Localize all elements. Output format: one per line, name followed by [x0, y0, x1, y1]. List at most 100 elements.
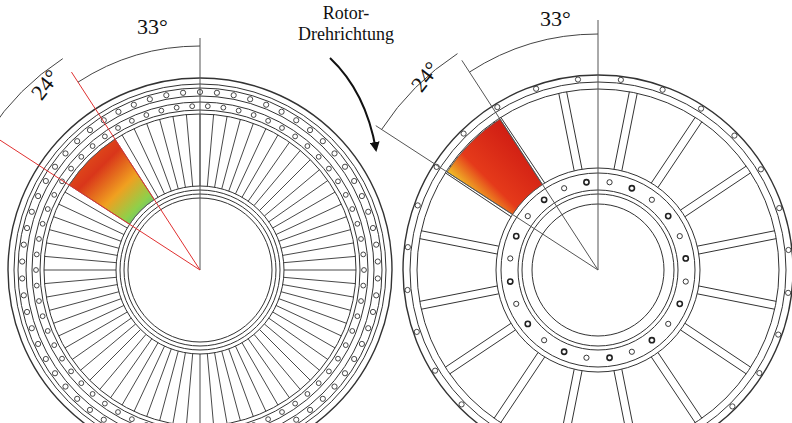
drawing-line: [276, 305, 341, 335]
bolt-hole: [730, 404, 735, 409]
bolt-hole: [584, 355, 589, 360]
dimension-arc: [78, 46, 200, 82]
bolt-hole: [52, 343, 57, 348]
drawing-line: [501, 357, 545, 423]
bolt-hole: [251, 113, 256, 118]
drawing-line: [229, 123, 254, 191]
bolt-hole: [45, 207, 50, 212]
angle-dimensions: [0, 20, 598, 270]
drawing-line: [72, 318, 131, 359]
bolt-hole: [677, 234, 682, 239]
bolt-hole: [52, 371, 57, 376]
bolt-hole: [75, 396, 80, 401]
bolt-hole: [37, 299, 42, 304]
bolt-hole: [350, 207, 355, 212]
bolt-hole: [280, 126, 285, 131]
bolt-hole: [79, 381, 84, 386]
drawing-line: [200, 354, 201, 423]
drawing-line: [421, 294, 498, 309]
bolt-hole: [757, 370, 762, 375]
drawing-line: [259, 329, 310, 380]
drawing-line: [281, 230, 351, 249]
bolt-hole: [79, 154, 84, 159]
drawing-line: [90, 329, 141, 380]
drawing-line: [567, 92, 582, 169]
bolt-hole: [350, 329, 355, 334]
drawing-line: [279, 299, 347, 324]
bolt-hole: [63, 384, 68, 389]
bolt-hole: [374, 242, 379, 247]
bolt-hole: [87, 407, 92, 412]
bolt-hole: [432, 368, 437, 373]
bolt-hole: [144, 113, 149, 118]
bolt-hole: [355, 314, 360, 319]
drawing-line: [71, 72, 200, 270]
bolt-hole: [69, 369, 74, 374]
bolt-hole: [355, 221, 360, 226]
drawing-line: [134, 346, 164, 411]
drawing-line: [248, 339, 289, 398]
drawing-line: [53, 299, 121, 324]
bolt-hole: [69, 166, 74, 171]
bolt-hole: [629, 349, 634, 354]
drawing-line: [614, 92, 629, 169]
drawing-line: [685, 173, 751, 217]
bolt-hole: [43, 178, 48, 183]
drawing-line: [45, 256, 117, 262]
drawing-line: [80, 324, 135, 370]
drawing-line: [147, 349, 172, 417]
bolt-hole: [542, 197, 547, 202]
drawing-line: [445, 323, 511, 367]
bolt-hole: [332, 384, 337, 389]
bolt-hole: [24, 225, 29, 230]
drawing-line: [450, 330, 516, 374]
bolt-hole: [293, 134, 298, 139]
bolt-hole: [29, 209, 34, 214]
bolt-hole: [607, 355, 612, 360]
bolt-hole: [776, 332, 781, 337]
drawing-line: [173, 353, 186, 423]
bolt-hole: [542, 338, 547, 343]
bolt-hole: [370, 309, 375, 314]
bolt-hole: [786, 290, 791, 295]
drawing-line: [200, 38, 201, 270]
rotation-label: Rotor- Drehrichtung: [288, 3, 404, 44]
bolt-hole: [414, 329, 419, 334]
drawing-line: [421, 231, 498, 246]
bolt-hole: [35, 193, 40, 198]
bolt-hole: [786, 247, 791, 252]
drawing-line: [420, 286, 497, 301]
drawing-line: [207, 115, 213, 187]
stress-plot: [447, 119, 542, 214]
bolt-hole: [575, 77, 580, 82]
bolt-hole: [405, 245, 410, 250]
drawing-line: [699, 239, 776, 254]
bolt-hole: [359, 299, 364, 304]
drawing-line: [207, 354, 213, 423]
bolt-hole: [305, 144, 310, 149]
bolt-hole: [461, 131, 466, 136]
bolt-hole: [29, 326, 34, 331]
drawing-line: [45, 277, 117, 283]
bolt-hole: [336, 356, 341, 361]
drawing-line: [254, 150, 300, 205]
drawing-line: [229, 349, 254, 417]
drawing-line: [622, 369, 637, 423]
drawing-line: [559, 369, 574, 423]
bolt-hole: [375, 259, 380, 264]
bolt-hole: [129, 417, 134, 422]
bolt-hole: [279, 109, 284, 114]
bolt-hole: [342, 371, 347, 376]
drawing-line: [215, 116, 228, 187]
bolt-hole: [514, 301, 519, 306]
bolt-hole: [375, 276, 380, 281]
bolt-hole: [361, 252, 366, 257]
bolt-hole: [280, 410, 285, 415]
bolt-hole: [584, 180, 589, 185]
bolt-hole: [405, 287, 410, 292]
drawing-line: [147, 123, 172, 191]
bolt-hole: [34, 283, 39, 288]
bolt-hole: [90, 144, 95, 149]
drawing-line: [376, 126, 598, 270]
angle-label: 33°: [137, 16, 168, 38]
